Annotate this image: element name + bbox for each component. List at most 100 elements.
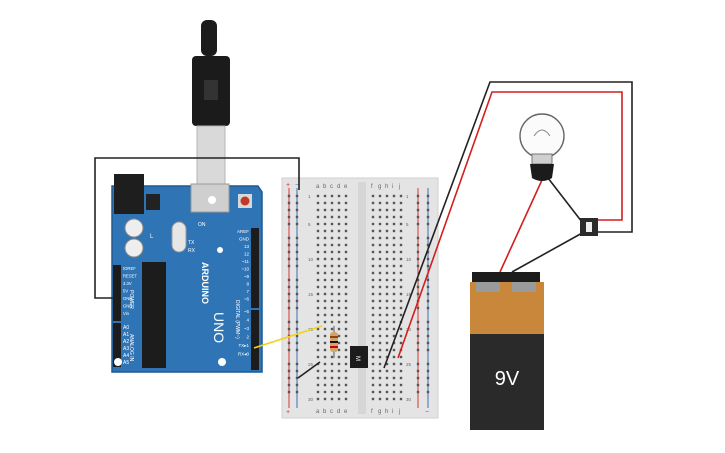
resistor[interactable] bbox=[330, 326, 338, 358]
breadboard-hole[interactable] bbox=[399, 355, 403, 359]
breadboard-hole[interactable] bbox=[378, 285, 382, 289]
rail-hole[interactable] bbox=[287, 390, 291, 394]
breadboard-hole[interactable] bbox=[337, 327, 341, 331]
breadboard-hole[interactable] bbox=[392, 285, 396, 289]
breadboard-hole[interactable] bbox=[337, 264, 341, 268]
breadboard-hole[interactable] bbox=[344, 397, 348, 401]
breadboard-hole[interactable] bbox=[330, 285, 334, 289]
rail-hole[interactable] bbox=[426, 215, 430, 219]
breadboard-hole[interactable] bbox=[337, 397, 341, 401]
rail-hole[interactable] bbox=[426, 243, 430, 247]
breadboard-hole[interactable] bbox=[337, 306, 341, 310]
rail-hole[interactable] bbox=[295, 285, 299, 289]
breadboard-hole[interactable] bbox=[378, 201, 382, 205]
rail-hole[interactable] bbox=[426, 334, 430, 338]
breadboard-hole[interactable] bbox=[385, 348, 389, 352]
breadboard-hole[interactable] bbox=[392, 306, 396, 310]
breadboard-hole[interactable] bbox=[330, 313, 334, 317]
wire-red-battery[interactable] bbox=[397, 91, 623, 359]
rail-hole[interactable] bbox=[295, 299, 299, 303]
breadboard-hole[interactable] bbox=[378, 355, 382, 359]
breadboard-hole[interactable] bbox=[392, 348, 396, 352]
breadboard-hole[interactable] bbox=[392, 229, 396, 233]
breadboard-hole[interactable] bbox=[378, 250, 382, 254]
rail-hole[interactable] bbox=[416, 362, 420, 366]
breadboard-hole[interactable] bbox=[316, 271, 320, 275]
breadboard-hole[interactable] bbox=[378, 292, 382, 296]
breadboard-hole[interactable] bbox=[330, 327, 334, 331]
breadboard-hole[interactable] bbox=[399, 341, 403, 345]
breadboard-hole[interactable] bbox=[316, 390, 320, 394]
breadboard-hole[interactable] bbox=[337, 229, 341, 233]
breadboard-hole[interactable] bbox=[323, 376, 327, 380]
breadboard-hole[interactable] bbox=[323, 222, 327, 226]
breadboard-hole[interactable] bbox=[337, 320, 341, 324]
rail-hole[interactable] bbox=[295, 201, 299, 205]
rail-hole[interactable] bbox=[287, 194, 291, 198]
breadboard-hole[interactable] bbox=[337, 376, 341, 380]
breadboard-hole[interactable] bbox=[392, 222, 396, 226]
breadboard-hole[interactable] bbox=[323, 208, 327, 212]
rail-hole[interactable] bbox=[287, 327, 291, 331]
breadboard-hole[interactable] bbox=[385, 376, 389, 380]
breadboard-hole[interactable] bbox=[371, 334, 375, 338]
breadboard-hole[interactable] bbox=[323, 278, 327, 282]
rail-hole[interactable] bbox=[287, 362, 291, 366]
rail-hole[interactable] bbox=[416, 250, 420, 254]
breadboard-hole[interactable] bbox=[399, 257, 403, 261]
breadboard-hole[interactable] bbox=[330, 299, 334, 303]
breadboard-hole[interactable] bbox=[323, 341, 327, 345]
rail-hole[interactable] bbox=[426, 278, 430, 282]
breadboard-hole[interactable] bbox=[330, 292, 334, 296]
breadboard-hole[interactable] bbox=[385, 390, 389, 394]
rail-hole[interactable] bbox=[295, 250, 299, 254]
breadboard-hole[interactable] bbox=[337, 194, 341, 198]
breadboard-hole[interactable] bbox=[330, 236, 334, 240]
breadboard-hole[interactable] bbox=[316, 369, 320, 373]
breadboard-hole[interactable] bbox=[371, 285, 375, 289]
rail-hole[interactable] bbox=[295, 341, 299, 345]
breadboard-hole[interactable] bbox=[385, 257, 389, 261]
breadboard-hole[interactable] bbox=[337, 299, 341, 303]
breadboard-hole[interactable] bbox=[392, 292, 396, 296]
breadboard-hole[interactable] bbox=[323, 229, 327, 233]
breadboard-hole[interactable] bbox=[344, 215, 348, 219]
wire-gnd-top[interactable] bbox=[94, 157, 300, 299]
breadboard-hole[interactable] bbox=[385, 250, 389, 254]
breadboard-hole[interactable] bbox=[371, 194, 375, 198]
rail-hole[interactable] bbox=[287, 320, 291, 324]
breadboard-hole[interactable] bbox=[392, 250, 396, 254]
breadboard-hole[interactable] bbox=[344, 306, 348, 310]
rail-hole[interactable] bbox=[287, 299, 291, 303]
breadboard-hole[interactable] bbox=[330, 194, 334, 198]
breadboard-hole[interactable] bbox=[371, 369, 375, 373]
breadboard-hole[interactable] bbox=[399, 271, 403, 275]
breadboard-hole[interactable] bbox=[378, 334, 382, 338]
breadboard-hole[interactable] bbox=[385, 299, 389, 303]
breadboard-hole[interactable] bbox=[378, 278, 382, 282]
arduino-board[interactable]: ARDUINO UNO ON TX RX L POWER ANALOG IN D… bbox=[111, 174, 263, 373]
breadboard-hole[interactable] bbox=[399, 264, 403, 268]
breadboard-hole[interactable] bbox=[323, 383, 327, 387]
rail-hole[interactable] bbox=[287, 348, 291, 352]
breadboard-hole[interactable] bbox=[385, 201, 389, 205]
rail-hole[interactable] bbox=[416, 383, 420, 387]
breadboard-hole[interactable] bbox=[385, 229, 389, 233]
breadboard-hole[interactable] bbox=[337, 362, 341, 366]
breadboard-hole[interactable] bbox=[316, 355, 320, 359]
breadboard-hole[interactable] bbox=[330, 376, 334, 380]
breadboard-hole[interactable] bbox=[323, 236, 327, 240]
breadboard-hole[interactable] bbox=[323, 397, 327, 401]
rail-hole[interactable] bbox=[287, 222, 291, 226]
rail-hole[interactable] bbox=[287, 376, 291, 380]
breadboard-hole[interactable] bbox=[378, 390, 382, 394]
rail-hole[interactable] bbox=[295, 327, 299, 331]
breadboard-hole[interactable] bbox=[344, 376, 348, 380]
breadboard-hole[interactable] bbox=[344, 208, 348, 212]
breadboard-hole[interactable] bbox=[385, 292, 389, 296]
breadboard-hole[interactable] bbox=[392, 201, 396, 205]
breadboard-hole[interactable] bbox=[316, 341, 320, 345]
rail-hole[interactable] bbox=[426, 362, 430, 366]
breadboard-hole[interactable] bbox=[330, 243, 334, 247]
rail-hole[interactable] bbox=[416, 208, 420, 212]
